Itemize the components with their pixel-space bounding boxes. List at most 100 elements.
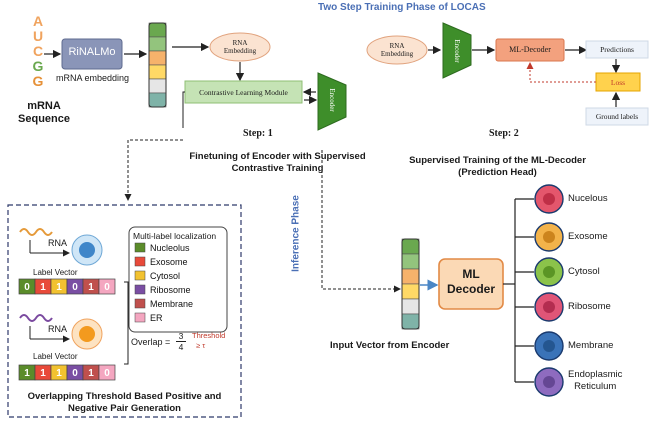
vector-cell (401, 283, 420, 300)
step1-encoder-label: Encoder (328, 88, 336, 112)
legend-label: Membrane (150, 299, 193, 309)
step1-caption: Finetuning of Encoder with Supervised Co… (185, 151, 370, 175)
inference-output-label: Exosome (568, 231, 608, 242)
overlap-fraction: 3 4 (176, 331, 186, 352)
predictions-box (585, 40, 649, 59)
step2-caption-line1: Supervised Training of the ML-Decoder (409, 155, 586, 166)
sequence-letter: C (32, 43, 44, 59)
legend-label: Cytosol (150, 271, 180, 281)
step2-caption: Supervised Training of the ML-Decoder (P… (400, 155, 595, 179)
label-vector-value: 0 (24, 282, 30, 293)
rinalmo-box (61, 38, 123, 70)
vector-cell (148, 22, 167, 38)
vector-outline (148, 22, 167, 108)
step1-caption-line1: Finetuning of Encoder with Supervised (189, 151, 366, 162)
legend-swatch (134, 284, 146, 295)
step1-rna-embedding-node (209, 32, 271, 62)
inference-output-label: Nucelous (568, 193, 608, 204)
diagram-title: Two Step Training Phase of LOCAS (318, 2, 486, 13)
sequence-label: mRNA Sequence (9, 100, 79, 126)
label-vector-value: 1 (88, 368, 94, 379)
rna-strand-2 (19, 314, 53, 322)
rinalmo-caption: mRNA embedding (56, 73, 130, 83)
label-vector-value: 0 (72, 368, 78, 379)
legend-label: Exosome (150, 257, 188, 267)
threshold-block: Threshold ≥ τ (192, 331, 225, 351)
ground-labels-label: Ground labels (595, 112, 639, 121)
organelle-icon-core (543, 266, 555, 278)
legend-swatch (134, 242, 146, 253)
overlap-bracket (124, 281, 129, 365)
step2-rna-embedding-node (366, 35, 428, 65)
legend-box (128, 226, 228, 333)
organelle-icon-core (543, 231, 555, 243)
sequence-letter: U (32, 28, 44, 44)
label-vector-cell (98, 364, 116, 381)
label-vector-value: 0 (104, 282, 110, 293)
organelle-icon-core (543, 301, 555, 313)
pair-panel-caption-line1: Overlapping Threshold Based Positive and (27, 391, 222, 402)
legend-label: Nucleolus (150, 243, 190, 253)
sequence-letter: G (32, 58, 44, 74)
organelle-icon-core (543, 340, 555, 352)
pair-panel-frame (7, 204, 242, 418)
sequence-letter: A (32, 13, 44, 29)
legend-swatch (134, 270, 146, 281)
legend-swatch (134, 298, 146, 309)
vector-cell (148, 92, 167, 108)
vector-cell (148, 36, 167, 52)
legend-label: ER (150, 313, 163, 323)
step1-rna-embedding-label: RNA Embedding (223, 39, 257, 55)
inference-input-caption: Input Vector from Encoder (330, 340, 450, 351)
step2-caption-line2: (Prediction Head) (458, 167, 537, 178)
inference-output-label: Ribosome (568, 301, 611, 312)
legend-swatch (134, 256, 146, 267)
contrastive-module-label: Contrastive Learning Module (199, 88, 288, 97)
step2-encoder-label: Encoder (453, 39, 461, 63)
step1-label: Step: 1 (243, 128, 273, 139)
vector-cell (148, 64, 167, 80)
legend-swatch (134, 312, 146, 323)
label-vector-value: 0 (104, 368, 110, 379)
threshold-rel: ≥ τ (196, 341, 206, 350)
sequence-label-line2: Sequence (18, 113, 70, 125)
dashed-link-to-panel (124, 139, 183, 201)
sequence-label-line1: mRNA (27, 100, 61, 112)
rinalmo-label: RiNALMo (68, 46, 116, 58)
vector-cell (148, 78, 167, 94)
step2-encoder-trapezoid (442, 22, 472, 79)
legend-title: Multi-label localization (133, 231, 217, 241)
overlap-label: Overlap = (131, 337, 171, 347)
label-vector-value: 1 (40, 282, 46, 293)
predictions-label: Predictions (600, 45, 634, 54)
inference-input-vector (401, 238, 420, 330)
rna-label-1: RNA (48, 238, 68, 248)
label-vector-value: 1 (40, 368, 46, 379)
overlap-numerator: 3 (176, 331, 186, 342)
decoder-branches (515, 184, 564, 397)
inference-output-label: Cytosol (568, 266, 600, 277)
step2-rna-embedding-label: RNA Embedding (380, 42, 414, 58)
sequence-letter: G (32, 73, 44, 89)
rna-label-2: RNA (48, 324, 68, 334)
label-vector-value: 1 (88, 282, 94, 293)
legend-items: NucleolusExosomeCytosolRibosomeMembraneE… (134, 242, 193, 323)
organelle-icon-core (543, 376, 555, 388)
inference-output-label: Membrane (568, 340, 614, 351)
embedding-vector (148, 22, 167, 108)
inference-decoder-line2: Decoder (446, 282, 496, 296)
inference-phase-label: Inference Phase (290, 195, 302, 272)
legend-label: Ribosome (150, 285, 191, 295)
step2-ml-decoder-box (495, 38, 565, 62)
step2-label: Step: 2 (489, 128, 519, 139)
pair-panel-caption: Overlapping Threshold Based Positive and… (8, 391, 241, 415)
label-vector-value: 1 (24, 368, 30, 379)
vector-cell (401, 298, 420, 315)
pair-panel-caption-line2: Negative Pair Generation (68, 403, 181, 414)
threshold-label: Threshold (192, 331, 226, 340)
inference-decoder-line1: ML (462, 267, 480, 281)
